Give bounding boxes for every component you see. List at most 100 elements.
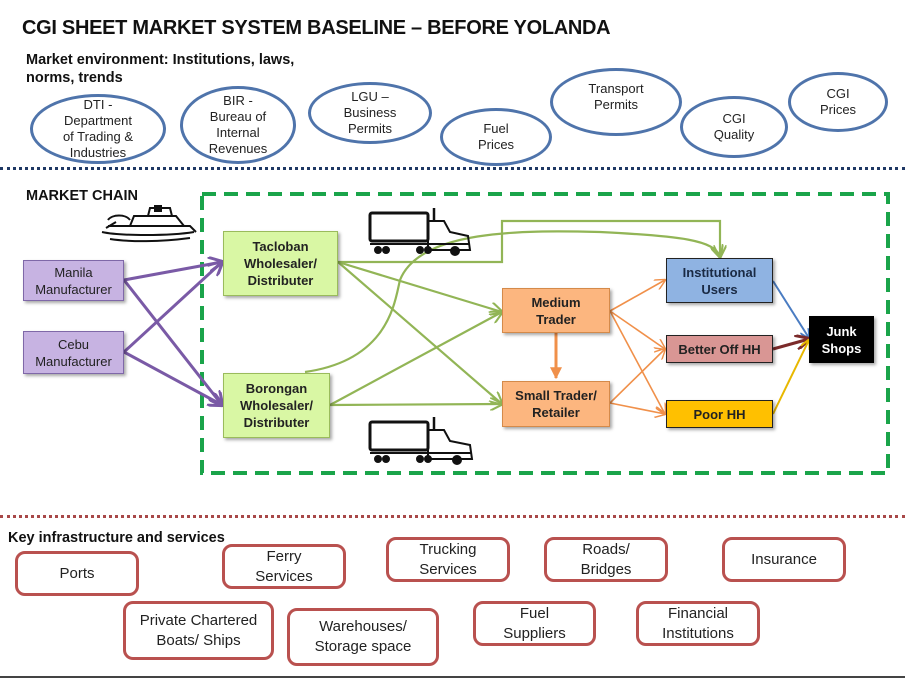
line: Transport bbox=[588, 81, 644, 96]
infra-warehouses: Warehouses/Storage space bbox=[287, 608, 439, 666]
line: Borongan bbox=[245, 381, 308, 396]
line: Insurance bbox=[751, 550, 817, 568]
line: Junk bbox=[826, 323, 857, 339]
line: Users bbox=[701, 281, 738, 297]
truck-icon-top bbox=[368, 208, 472, 256]
line: Permits bbox=[593, 97, 639, 112]
line: Permits bbox=[347, 121, 393, 136]
flow-poor-junk bbox=[772, 340, 809, 415]
line: Cebu bbox=[57, 336, 90, 352]
line: Services bbox=[419, 560, 477, 578]
line: Medium bbox=[531, 294, 581, 310]
line: Department bbox=[64, 113, 132, 128]
line: Business bbox=[343, 105, 397, 120]
flow-small-betteroff bbox=[609, 349, 665, 404]
line: Storage space bbox=[314, 638, 412, 655]
flow-medium-betteroff bbox=[609, 310, 665, 349]
line: Suppliers bbox=[503, 624, 566, 642]
line: Bridges bbox=[580, 560, 632, 578]
line: Bureau of bbox=[209, 109, 267, 124]
flow-institutional-junk bbox=[772, 280, 809, 338]
line: Retailer bbox=[532, 405, 580, 420]
flow-tacloban-medium bbox=[337, 260, 502, 312]
infrastructure-label: Key infrastructure and services bbox=[8, 530, 225, 546]
line: LGU – bbox=[351, 89, 389, 104]
line: Financial bbox=[667, 604, 729, 622]
line: Roads/ bbox=[582, 540, 630, 558]
bottom-border bbox=[0, 676, 905, 678]
line: Manila bbox=[54, 264, 93, 280]
boat-icon bbox=[101, 205, 197, 243]
flow-medium-institutional bbox=[609, 280, 665, 312]
infra-ports: Ports bbox=[15, 551, 139, 596]
line: Ferry bbox=[266, 547, 302, 565]
flow-borongan-medium bbox=[329, 312, 502, 406]
infrastructure-divider bbox=[0, 515, 905, 518]
line: of Trading & bbox=[62, 129, 134, 144]
line: Services bbox=[255, 567, 313, 585]
line: Small Trader/ bbox=[515, 388, 597, 403]
line: Manufacturer bbox=[35, 353, 112, 369]
flow-medium-poor bbox=[609, 310, 665, 414]
line: Wholesaler/ bbox=[244, 256, 317, 271]
flow-cebu-borongan bbox=[123, 350, 222, 405]
infra-insurance: Insurance bbox=[722, 537, 846, 582]
line: Better Off HH bbox=[678, 341, 761, 357]
flow-betteroff-junk bbox=[772, 339, 809, 351]
market-chain-frame bbox=[200, 192, 890, 475]
node-better-off-hh: Better Off HH bbox=[666, 335, 773, 363]
line: Institutional bbox=[682, 264, 757, 280]
line: Wholesaler/ bbox=[240, 398, 313, 413]
infra-roads-bridges: Roads/Bridges bbox=[544, 537, 668, 582]
page-title: CGI SHEET MARKET SYSTEM BASELINE – BEFOR… bbox=[22, 17, 611, 39]
line: CGI bbox=[826, 86, 850, 101]
market-chain-label: MARKET CHAIN bbox=[26, 188, 138, 204]
line: Ports bbox=[59, 564, 95, 582]
flow-borongan-institutional bbox=[304, 230, 720, 374]
line: Prices bbox=[819, 102, 857, 117]
line: Private Chartered bbox=[139, 611, 258, 629]
flow-manila-tacloban bbox=[123, 262, 222, 282]
line: Fuel bbox=[483, 121, 509, 136]
line: Manufacturer bbox=[35, 281, 112, 297]
line: Distributer bbox=[243, 415, 310, 430]
flow-tacloban-institutional bbox=[338, 219, 720, 264]
line: CGI bbox=[722, 111, 746, 126]
line: Quality bbox=[713, 127, 755, 142]
flow-small-poor bbox=[609, 402, 665, 414]
line: Trucking bbox=[419, 540, 477, 558]
line: Prices bbox=[477, 137, 515, 152]
line: Poor HH bbox=[693, 406, 746, 422]
line: Tacloban bbox=[252, 239, 309, 254]
node-poor-hh: Poor HH bbox=[666, 400, 773, 428]
line: Distributer bbox=[247, 273, 314, 288]
flow-cebu-tacloban bbox=[122, 262, 222, 354]
line: Revenues bbox=[208, 141, 268, 156]
environment-divider bbox=[0, 167, 905, 170]
flow-borongan-small bbox=[329, 404, 502, 405]
node-small-trader-retailer: Small Trader/Retailer bbox=[502, 381, 610, 427]
line: Institutions bbox=[662, 624, 734, 642]
line: Boats/ Ships bbox=[156, 631, 241, 649]
line: Shops bbox=[821, 340, 862, 356]
line: Fuel bbox=[519, 604, 550, 622]
flow-manila-borongan bbox=[122, 279, 222, 405]
line: DTI - bbox=[83, 97, 113, 112]
